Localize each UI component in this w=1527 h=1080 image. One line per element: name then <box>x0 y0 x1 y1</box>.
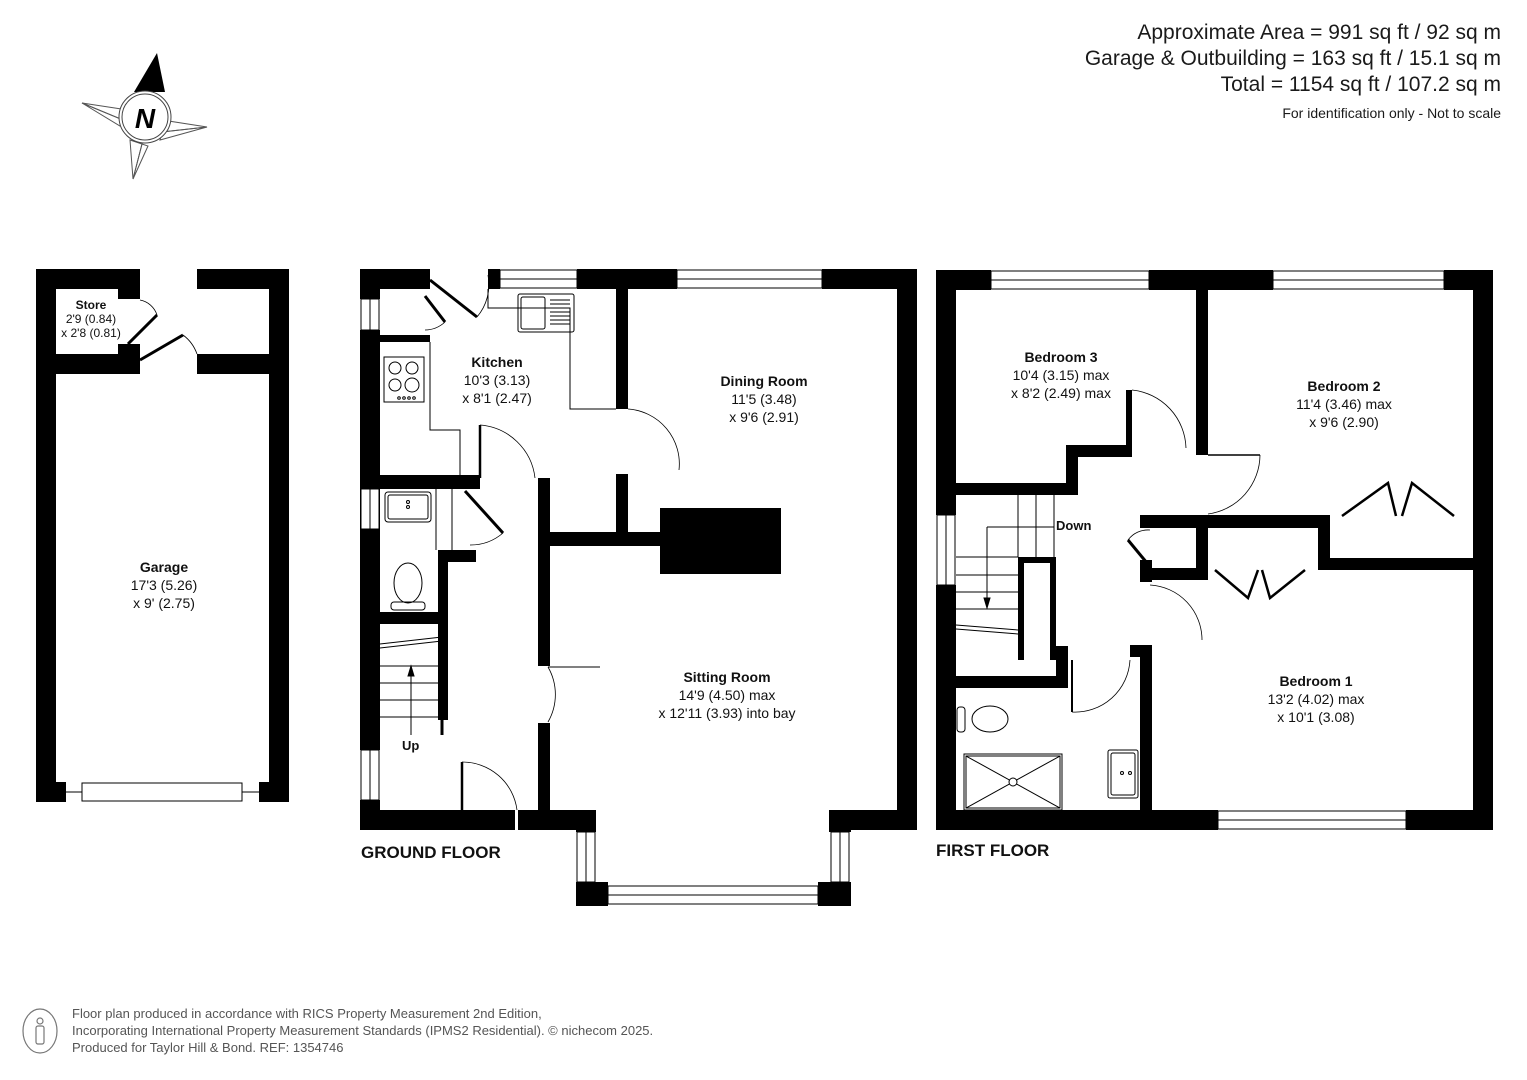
person-measurement-icon <box>22 1007 58 1054</box>
area-summary: Approximate Area = 991 sq ft / 92 sq m G… <box>1085 20 1501 122</box>
first-floor-doors <box>1071 389 1455 713</box>
scale-note: For identification only - Not to scale <box>1282 105 1501 121</box>
basin-icon <box>384 491 432 523</box>
ground-floor-windows <box>360 269 850 905</box>
room-label-store: Store 2'9 (0.84) x 2'8 (0.81) <box>61 298 121 340</box>
footer-text: Floor plan produced in accordance with R… <box>72 1005 653 1056</box>
hob-icon <box>383 356 425 403</box>
footer: Floor plan produced in accordance with R… <box>20 1005 653 1056</box>
svg-text:N: N <box>135 103 156 134</box>
store-doors <box>126 299 198 362</box>
room-label-kitchen: Kitchen 10'3 (3.13) x 8'1 (2.47) <box>462 354 532 406</box>
ground-floor-fittings <box>379 289 616 735</box>
footer-line-3: Produced for Taylor Hill & Bond. REF: 13… <box>72 1040 344 1055</box>
ground-floor-label: GROUND FLOOR <box>361 843 501 862</box>
room-label-bedroom-2: Bedroom 2 11'4 (3.46) max x 9'6 (2.90) <box>1296 378 1392 430</box>
north-compass-icon: N <box>81 53 208 180</box>
staircase-down-icon <box>955 495 1055 635</box>
room-label-garage: Garage 17'3 (5.26) x 9' (2.75) <box>130 559 198 611</box>
first-floor-fittings <box>955 495 1139 811</box>
room-label-sitting-room: Sitting Room 14'9 (4.50) max x 12'11 (3.… <box>658 669 796 721</box>
first-floor-walls <box>936 270 1493 830</box>
ground-floor-doors <box>423 274 680 811</box>
approximate-area: Approximate Area = 991 sq ft / 92 sq m <box>1137 21 1501 44</box>
stairs-up-label: Up <box>402 738 420 753</box>
room-label-bedroom-1: Bedroom 1 13'2 (4.02) max x 10'1 (3.08) <box>1267 673 1365 725</box>
shower-tray-icon <box>963 753 1063 811</box>
footer-line-2: Incorporating International Property Mea… <box>72 1023 654 1038</box>
basin-icon <box>1107 749 1139 799</box>
room-label-dining-room: Dining Room 11'5 (3.48) x 9'6 (2.91) <box>720 373 808 425</box>
garage-outbuilding-area: Garage & Outbuilding = 163 sq ft / 15.1 … <box>1084 47 1501 70</box>
sink-drainer-icon <box>550 299 570 325</box>
room-label-bedroom-3: Bedroom 3 10'4 (3.15) max x 8'2 (2.49) m… <box>1011 349 1111 401</box>
first-floor-label: FIRST FLOOR <box>936 841 1050 860</box>
garage-door <box>66 782 259 802</box>
stairs-down-label: Down <box>1056 518 1092 533</box>
first-floor-windows <box>936 270 1445 830</box>
ground-floor-walls <box>360 269 917 906</box>
total-area: Total = 1154 sq ft / 107.2 sq m <box>1220 73 1501 96</box>
toilet-icon <box>390 562 426 611</box>
staircase-up-icon <box>379 624 444 735</box>
garage-walls <box>36 269 289 802</box>
footer-line-1: Floor plan produced in accordance with R… <box>72 1006 542 1021</box>
toilet-icon <box>956 705 1009 733</box>
